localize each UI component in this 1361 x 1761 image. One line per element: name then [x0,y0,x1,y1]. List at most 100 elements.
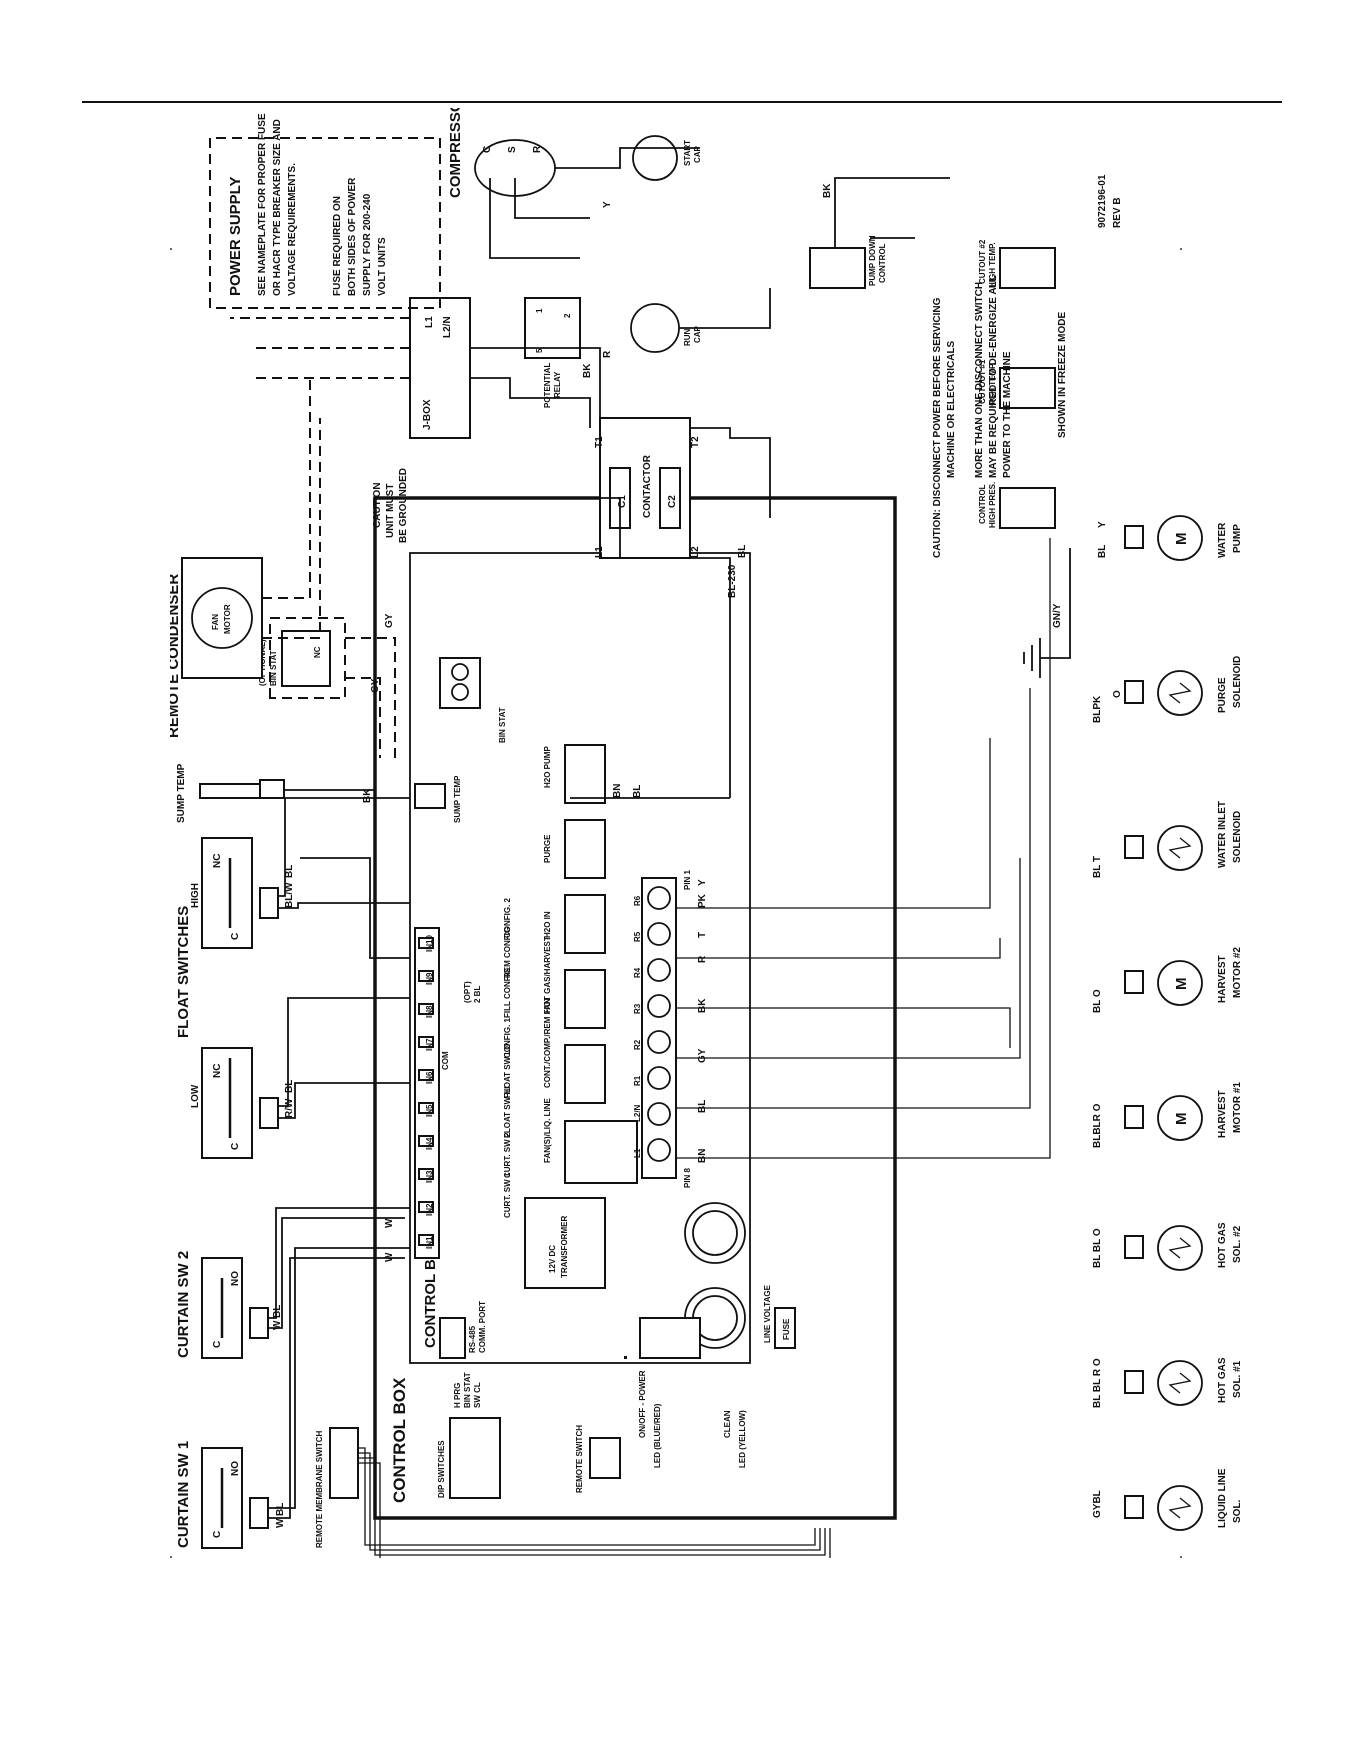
svg-text:SHOWN IN FREEZE MODE: SHOWN IN FREEZE MODE [1057,312,1068,438]
solenoid-coil-icon [1168,837,1192,859]
clean-button[interactable]: CLEAN [723,1410,732,1438]
safety-cutout [999,367,1056,409]
svg-text:OR HACR TYPE BREAKER SIZE AND: OR HACR TYPE BREAKER SIZE AND [272,119,283,296]
output-terminal-label: R5 [633,931,642,942]
relay-function-label: H2O IN [543,911,552,938]
svg-text:PUMP DOWN: PUMP DOWN [868,235,877,286]
load-label: MOTOR #2 [1232,947,1243,998]
sump-temp: SUMP TEMP BK [176,763,375,823]
bin-stat-connector [439,657,481,709]
input-function-label: CURT. SW 2 [503,1132,512,1178]
crop-mark [1180,1556,1182,1558]
svg-text:BL O: BL O [1092,989,1103,1013]
svg-text:CAP: CAP [693,145,702,163]
svg-text:GN/Y: GN/Y [1052,603,1063,628]
svg-text:GY: GY [697,1048,708,1063]
relay-function-label: H2O PUMP [543,746,552,788]
svg-text:R/W: R/W [284,1098,295,1118]
svg-text:R: R [602,350,613,358]
output-terminal [647,886,671,910]
load-label: SOLENOID [1232,811,1243,863]
svg-text:W: W [275,1518,286,1528]
svg-text:SUMP TEMP: SUMP TEMP [453,775,462,823]
curtain-switch-1: C NO CURTAIN SW 1 [175,1441,243,1549]
input-pin-label: IN5 [425,1104,434,1117]
svg-text:BL: BL [284,865,295,878]
safety-cutout-label: HIGH TEMP. [988,362,997,408]
sump-temp-connector [414,783,446,809]
rs485-port [439,1317,466,1359]
fuse [774,1307,796,1349]
svg-text:MOTOR: MOTOR [223,604,232,634]
load-symbol [1157,670,1203,716]
safety-cutout-label: CUTOUT #1 [978,359,987,404]
svg-text:MACHINE OR ELECTRICALS: MACHINE OR ELECTRICALS [946,340,957,478]
svg-text:NC: NC [313,646,322,658]
output-wiring: BN BL GY BK R T PK Y BL Y BLPK BL T BL O… [676,521,1123,1518]
svg-text:Y: Y [602,201,613,208]
input-pin-label: IN1 [425,1236,434,1249]
curtain-switch-1-no: NO [230,1461,241,1476]
input-pin-label: IN2 [425,1203,434,1216]
float-switch-high: C NC HIGH [190,837,253,949]
svg-text:BL: BL [1097,545,1108,558]
svg-text:12V DC: 12V DC [548,1245,557,1273]
rotated-schematic: C NO CURTAIN SW 1 C NO CURTAIN SW 2 FLOA… [170,108,1270,1558]
input-pin [418,1135,434,1147]
pump-down-control: PUMP DOWN CONTROL [809,235,887,289]
input-pin-label: IN8 [425,1005,434,1018]
ground-symbol: GN/Y [1023,548,1071,678]
load-connector [1124,1495,1144,1519]
svg-text:BL: BL [697,1100,708,1113]
svg-text:1: 1 [535,308,544,313]
input-wiring: W W W BL W BL R/W BL BL/W BL [268,797,831,1558]
curtain-switch-1-label: CURTAIN SW 1 [175,1441,192,1548]
relay-function-label: PURGE [543,834,552,863]
remote-condenser: FAN MOTOR REMOTE CONDENSER [170,378,321,738]
load-motor-symbol: M [1173,533,1190,546]
svg-text:BIN STAT: BIN STAT [463,1372,472,1408]
contactor: CONTACTOR T1 T2 L1 L2 C1 C2 BL-230 [594,417,738,598]
svg-text:C: C [230,933,241,940]
output-terminal-label: R6 [633,895,642,906]
input-pin-label: IN10 [425,935,434,952]
safety-cutout-label: CUTOUT #2 [978,239,987,284]
input-pin-label: IN3 [425,1170,434,1183]
svg-text:BK: BK [697,998,708,1013]
output-terminal-label: R3 [633,1003,642,1014]
input-function-label: FLOAT SW HI [503,1087,512,1138]
input-pin [418,1102,434,1114]
start-cap: START CAP [632,135,702,181]
svg-text:W: W [272,1320,283,1330]
svg-text:BL/W: BL/W [284,882,295,908]
svg-text:C1: C1 [617,495,628,508]
svg-text:5: 5 [535,348,544,353]
svg-text:UNIT MUST: UNIT MUST [385,484,396,538]
dip-switches[interactable] [449,1417,501,1499]
svg-text:PIN 1: PIN 1 [683,869,692,890]
remote-switch-connector[interactable] [589,1437,621,1479]
svg-text:NC: NC [212,1064,223,1078]
crop-mark [170,1556,172,1558]
load-symbol [1157,960,1203,1006]
header-rule [82,101,1282,103]
svg-text:BL: BL [275,1503,286,1516]
svg-text:COMM. PORT: COMM. PORT [478,1301,487,1353]
solenoid-coil-icon [1168,1372,1192,1394]
output-terminal-label: R4 [633,967,642,978]
load-symbol [1157,515,1203,561]
svg-text:BL-230: BL-230 [727,564,738,598]
svg-text:NC: NC [212,854,223,868]
svg-text:T: T [697,932,708,938]
svg-text:BE GROUNDED: BE GROUNDED [398,468,409,543]
load-symbol [1157,1360,1203,1406]
safety-cutout-label: HIGH TEMP. [988,242,997,288]
svg-text:POWER TO THE MACHINE: POWER TO THE MACHINE [1002,351,1013,478]
svg-text:LED (BLUE/RED): LED (BLUE/RED) [653,1403,662,1468]
svg-text:GY: GY [384,613,395,628]
svg-text:CONTROL: CONTROL [878,243,887,283]
on-off-power[interactable]: ON/OFF - POWER [638,1370,647,1438]
svg-text:GYBL: GYBL [1092,1490,1103,1518]
curtain-switch-2-no: NO [230,1271,241,1286]
